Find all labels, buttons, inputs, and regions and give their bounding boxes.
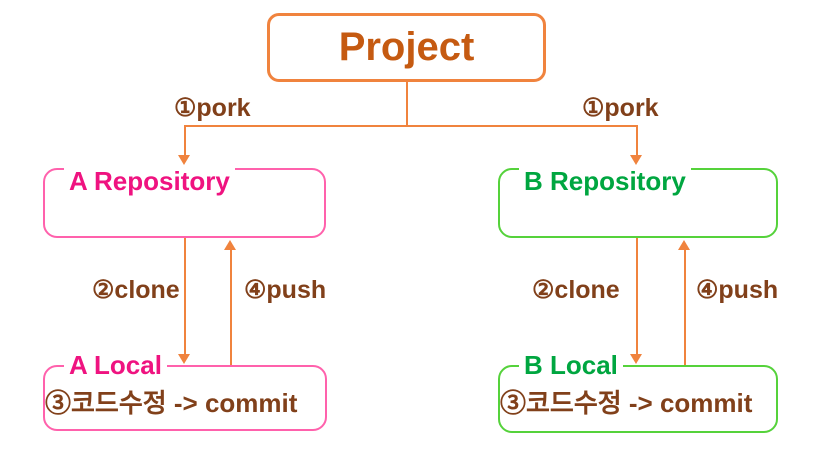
clone-right-arrowhead-icon bbox=[630, 354, 642, 364]
clone-left-arrowhead-icon bbox=[178, 354, 190, 364]
fork-left-arrowhead-icon bbox=[178, 155, 190, 165]
repo-a-node-label: A Repository bbox=[64, 167, 235, 196]
local-b-node-label: B Local bbox=[519, 351, 623, 380]
edge-label-push-right: ④push bbox=[696, 276, 779, 304]
edge-label-fork-left: ①pork bbox=[174, 94, 251, 122]
connector-push-left-line bbox=[230, 250, 232, 366]
local-a-note: ③코드수정 -> commit bbox=[45, 388, 298, 418]
local-a-node-label: A Local bbox=[64, 351, 167, 380]
edge-label-clone-left: ②clone bbox=[92, 276, 180, 304]
connector-project-drop bbox=[406, 81, 408, 126]
connector-fork-right-stub bbox=[636, 125, 638, 156]
push-right-arrowhead-icon bbox=[678, 240, 690, 250]
push-left-arrowhead-icon bbox=[224, 240, 236, 250]
connector-clone-right-line bbox=[636, 238, 638, 356]
edge-label-fork-right: ①pork bbox=[582, 94, 659, 122]
project-node-label: Project bbox=[338, 25, 475, 69]
project-node: Project bbox=[267, 13, 546, 82]
fork-right-arrowhead-icon bbox=[630, 155, 642, 165]
local-b-note: ③코드수정 -> commit bbox=[500, 388, 753, 418]
edge-label-push-left: ④push bbox=[244, 276, 327, 304]
connector-branch-line bbox=[184, 125, 638, 127]
repo-b-node-label: B Repository bbox=[519, 167, 691, 196]
connector-push-right-line bbox=[684, 250, 686, 366]
connector-fork-left-stub bbox=[184, 125, 186, 156]
connector-clone-left-line bbox=[184, 238, 186, 356]
edge-label-clone-right: ②clone bbox=[532, 276, 620, 304]
